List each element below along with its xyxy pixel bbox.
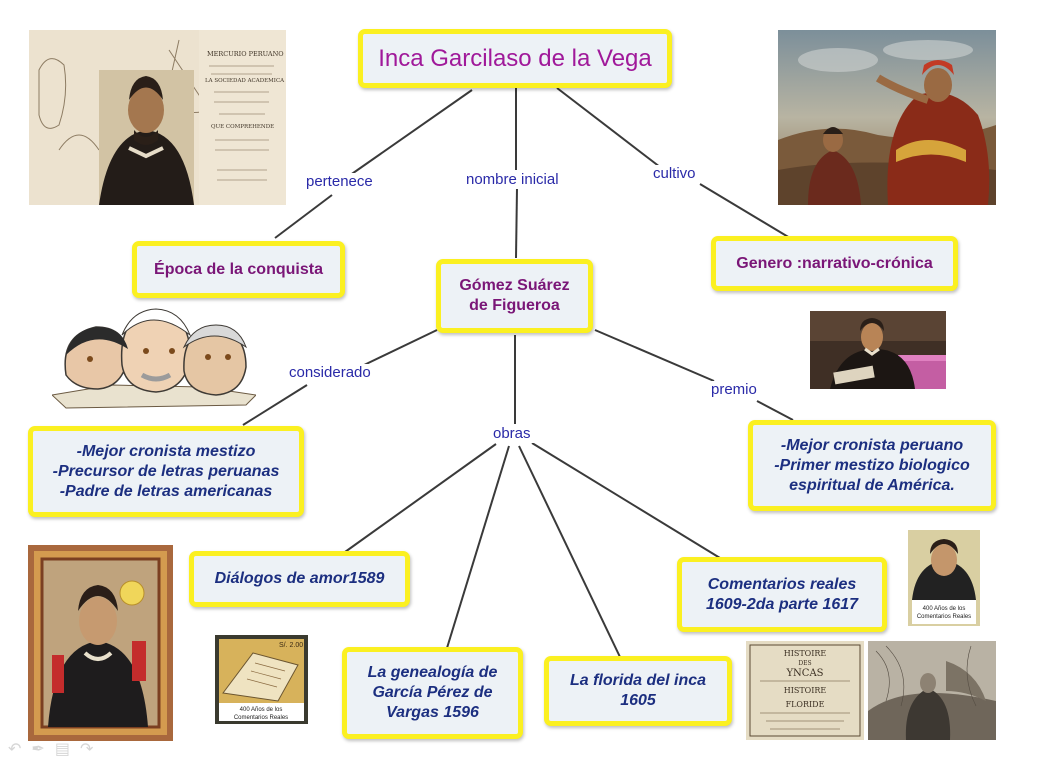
edge-nombre-premio <box>594 329 715 382</box>
stamp-left-value: S/. 2.00 <box>279 642 303 649</box>
mercurio-line-1: MERCURIO PERUANO <box>207 50 284 58</box>
node-nombre[interactable]: Gómez Suárez de Figueroa <box>436 259 593 333</box>
stamp-right-line-1: 400 Años de los <box>923 606 966 612</box>
title-text: Inca Garcilaso de la Vega <box>378 44 652 72</box>
image-stamp-portrait: 400 Años de los Comentarios Reales <box>906 528 982 628</box>
book-line-4: HISTOIRE <box>784 686 827 695</box>
image-portrait-writing <box>810 311 946 389</box>
book-line-5: FLORIDE <box>786 700 825 709</box>
book-line-1: HISTOIRE <box>784 649 827 658</box>
stamp-left-line-2: Comentarios Reales <box>234 715 288 721</box>
slideshow-nav: ↶ ✒ ▤ ↷ <box>8 739 93 758</box>
image-book-cover-engraving: HISTOIRE DES YNCAS HISTOIRE FLORIDE <box>746 641 996 740</box>
image-caricature-heads <box>52 305 256 410</box>
link-premio: premio <box>708 381 760 399</box>
edge-considerado-box <box>242 384 308 426</box>
arrow-right-icon[interactable]: ↷ <box>79 739 94 758</box>
image-framed-portrait <box>28 545 173 741</box>
edge-title-cultivo <box>556 87 661 168</box>
node-premio[interactable]: -Mejor cronista peruano -Primer mestizo … <box>748 420 996 511</box>
node-dialogos[interactable]: Diálogos de amor1589 <box>189 551 410 607</box>
node-epoca[interactable]: Época de la conquista <box>132 241 345 298</box>
edge-pertenece-epoca <box>274 194 333 239</box>
node-florida[interactable]: La florida del inca 1605 <box>544 656 732 726</box>
menu-icon[interactable]: ▤ <box>54 739 70 758</box>
arrow-left-icon[interactable]: ↶ <box>8 739 22 758</box>
stamp-left-line-1: 400 Años de los <box>240 707 283 713</box>
image-stamp-book: S/. 2.00 400 Años de los Comentarios Rea… <box>213 633 310 726</box>
link-considerado: considerado <box>286 364 374 382</box>
title-node[interactable]: Inca Garcilaso de la Vega <box>358 29 672 88</box>
mercurio-line-2: LA SOCIEDAD ACADEMICA <box>205 78 285 84</box>
edge-premio-box <box>756 400 794 421</box>
edge-nombreinicial-nombre <box>515 187 518 259</box>
book-line-2: DES <box>798 660 811 667</box>
edge-obras-florida <box>518 445 621 658</box>
book-line-3: YNCAS <box>785 668 823 679</box>
link-nombre-inicial: nombre inicial <box>463 171 562 189</box>
edge-title-pertenece <box>345 89 473 179</box>
link-cultivo: cultivo <box>650 165 699 183</box>
edge-obras-dialogos <box>344 443 497 553</box>
node-comentarios[interactable]: Comentarios reales 1609-2da parte 1617 <box>677 557 887 632</box>
node-considerado[interactable]: -Mejor cronista mestizo -Precursor de le… <box>28 426 304 517</box>
link-obras: obras <box>490 425 534 443</box>
mercurio-line-3: QUE COMPREHENDE <box>211 124 274 130</box>
edge-nombre-considerado <box>361 329 438 367</box>
node-genealogia[interactable]: La genealogía de García Pérez de Vargas … <box>342 647 523 739</box>
image-inca-painting <box>778 30 996 205</box>
image-mercurio-peruano: MERCURIO PERUANO LA SOCIEDAD ACADEMICA Q… <box>29 30 286 205</box>
node-genero[interactable]: Genero :narrativo-crónica <box>711 236 958 291</box>
pen-icon[interactable]: ✒ <box>31 739 45 758</box>
edge-obras-comentarios <box>531 442 721 559</box>
stamp-right-line-2: Comentarios Reales <box>917 614 971 620</box>
link-pertenece: pertenece <box>303 173 376 191</box>
edge-obras-genealogia <box>446 445 510 649</box>
edge-cultivo-genero <box>699 183 791 239</box>
